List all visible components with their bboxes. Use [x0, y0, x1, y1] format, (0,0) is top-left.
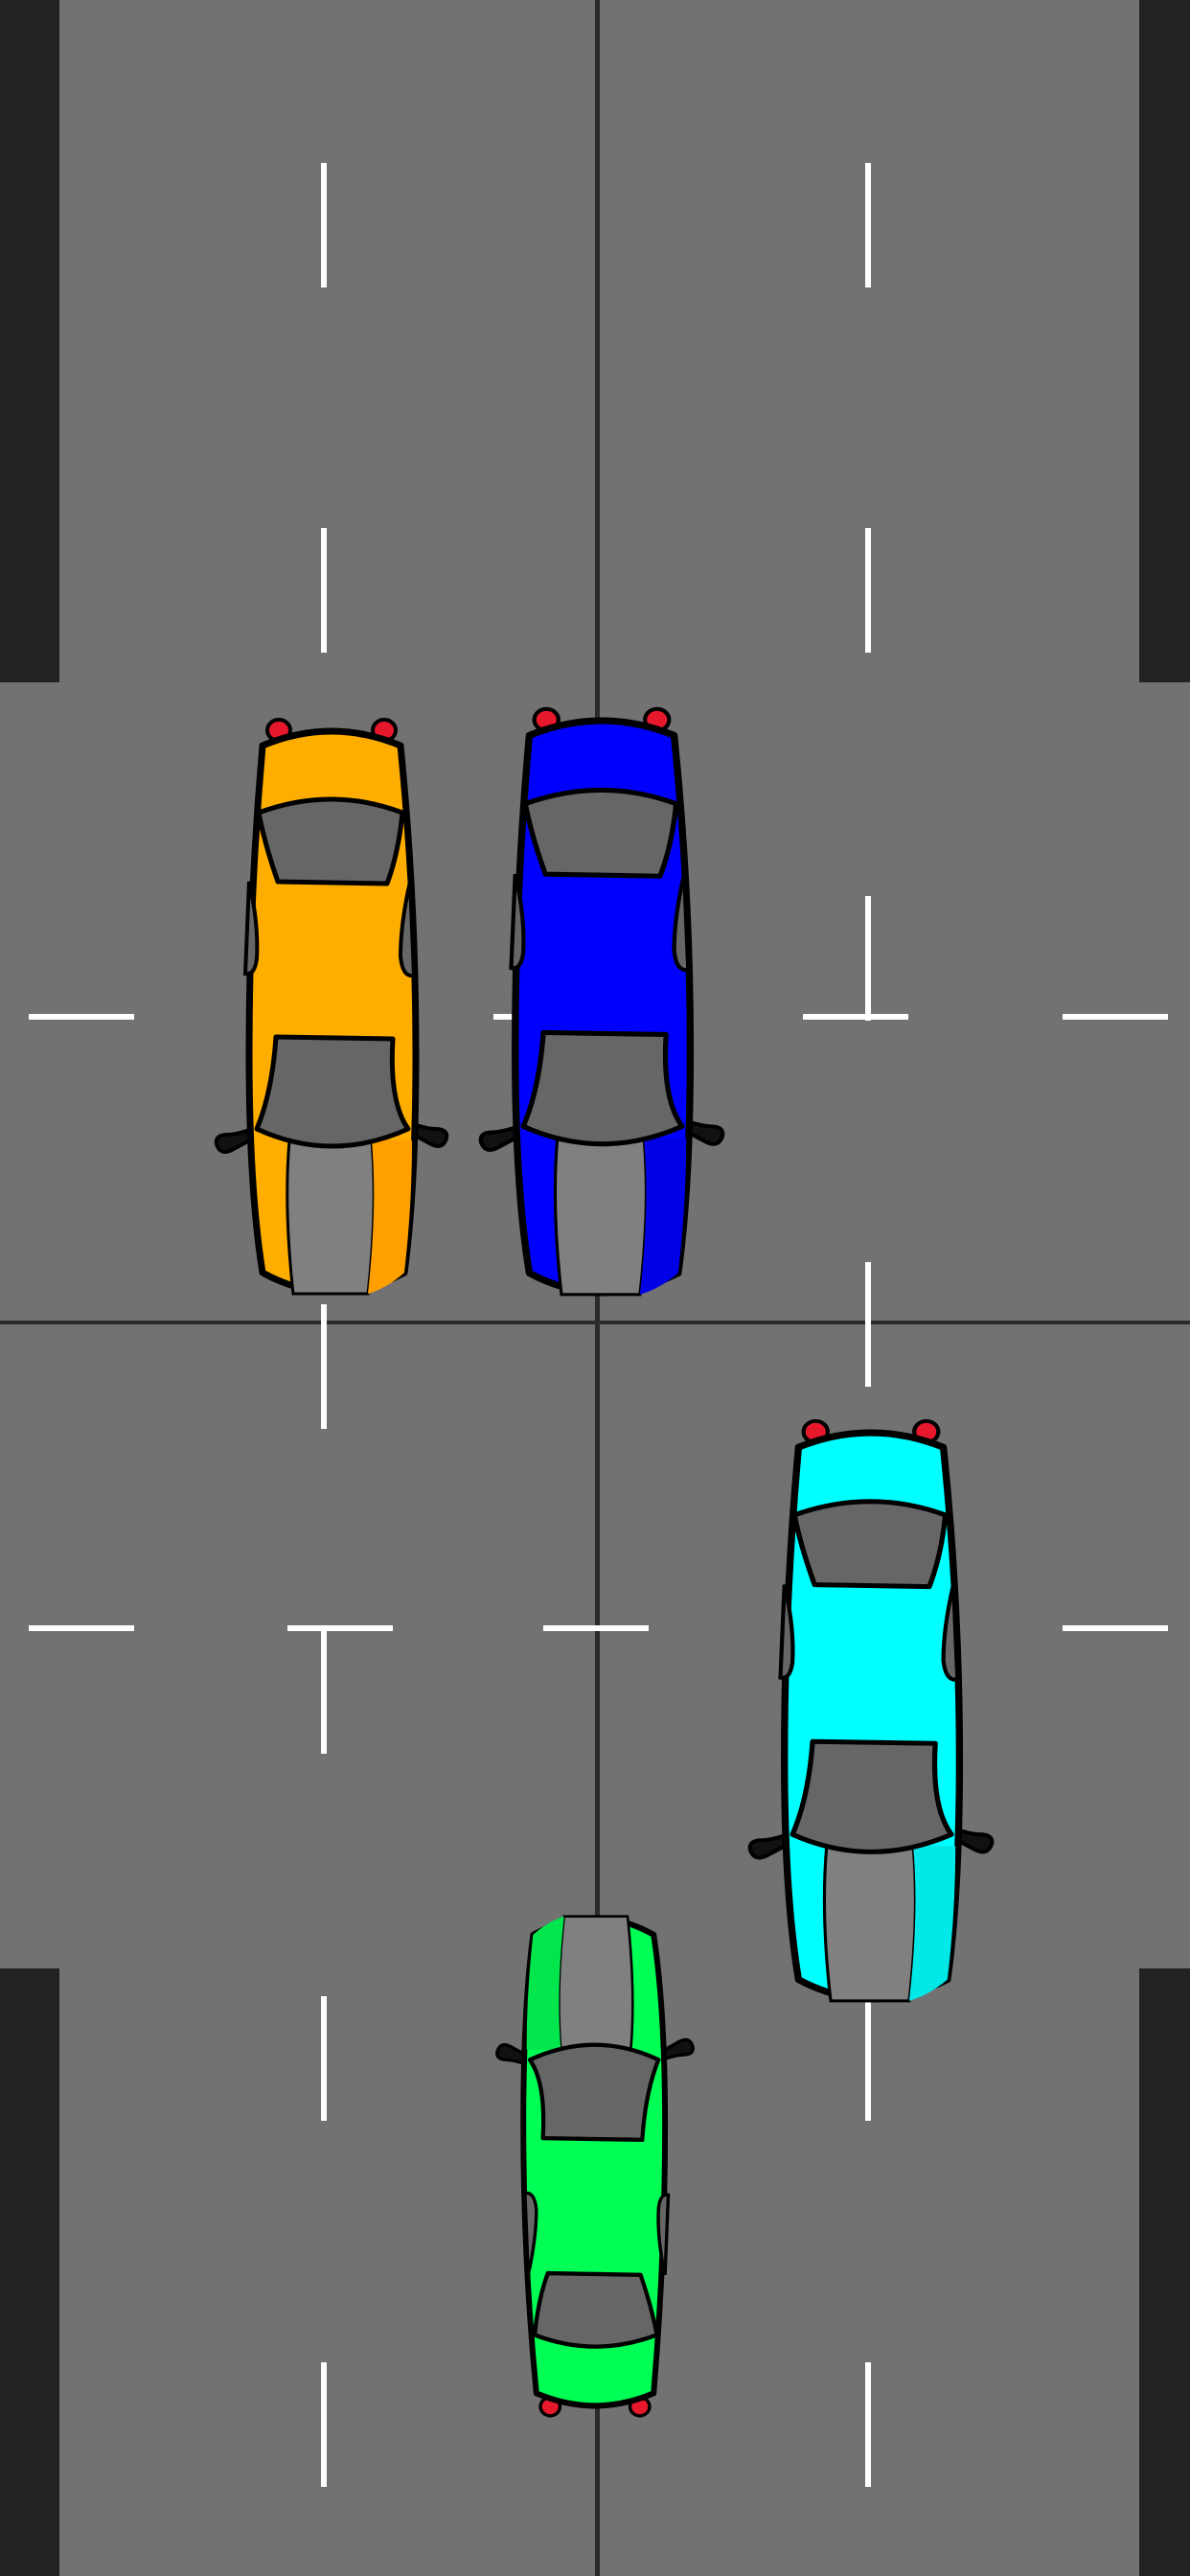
side-window-left: [656, 2193, 671, 2276]
side-window-right: [941, 1584, 960, 1682]
mirror-left-icon: [660, 2037, 695, 2062]
mirror-right-icon: [681, 1117, 725, 1146]
mirror-right-icon: [495, 2042, 530, 2067]
lane-dash: [321, 528, 327, 653]
lane-dash: [321, 1629, 327, 1754]
rear-stripes: [558, 1915, 634, 2052]
lane-dash: [865, 163, 871, 288]
front-windshield: [791, 1499, 949, 1590]
mirror-left-icon: [747, 1831, 791, 1860]
lane-dash: [865, 528, 871, 653]
lane-dash: [865, 2362, 871, 2487]
blue-car: [478, 706, 725, 1297]
mirror-left-icon: [478, 1123, 522, 1152]
green-car: [495, 1915, 695, 2418]
front-windshield: [522, 788, 679, 879]
rear-window: [254, 1034, 411, 1149]
side-window-right: [672, 873, 691, 973]
lane-dash: [321, 1996, 327, 2121]
rear-stripes: [286, 1138, 376, 1296]
intersection-stop-line: [0, 1321, 1190, 1324]
lane-dash: [865, 1996, 871, 2121]
cars-layer: [214, 706, 995, 2418]
side-window-left: [778, 1584, 795, 1680]
curb-bottom-left: [0, 1968, 59, 2576]
curb-top-left: [0, 0, 59, 682]
rear-window: [790, 1738, 954, 1854]
cyan-car: [747, 1418, 995, 2003]
lane-dash: [321, 163, 327, 288]
rear-stripe-accent: [368, 1140, 412, 1294]
mirror-right-icon: [950, 1826, 995, 1854]
mirror-left-icon: [214, 1126, 255, 1154]
curb-bottom-right: [1139, 1968, 1190, 2576]
rear-stripes: [822, 1844, 918, 2003]
lane-dash: [865, 1262, 871, 1387]
cross-dash: [287, 1625, 393, 1631]
rear-stripe-accent: [908, 1846, 956, 2001]
rear-stripes: [553, 1137, 649, 1297]
front-windshield: [256, 796, 405, 886]
cross-dash: [29, 1014, 134, 1020]
side-window-right: [398, 881, 417, 978]
rear-window: [527, 2042, 661, 2143]
curb-top-right: [1139, 0, 1190, 682]
side-window-left: [242, 881, 260, 977]
cross-dash: [803, 1014, 908, 1020]
front-windshield: [532, 2270, 659, 2349]
side-window-left: [509, 873, 526, 971]
cross-dash: [29, 1625, 134, 1631]
rear-stripe-accent: [526, 1916, 564, 2050]
mirror-right-icon: [408, 1120, 449, 1148]
orange-car: [214, 718, 449, 1296]
cross-dash: [1063, 1014, 1168, 1020]
side-window-right: [523, 2191, 538, 2276]
rear-stripe-accent: [639, 1138, 687, 1295]
cross-dash: [543, 1625, 649, 1631]
lane-dash: [321, 1304, 327, 1429]
rear-window: [520, 1029, 685, 1147]
lane-dash: [321, 2362, 327, 2487]
cross-dash: [1063, 1625, 1168, 1631]
lane-dash: [865, 896, 871, 1021]
